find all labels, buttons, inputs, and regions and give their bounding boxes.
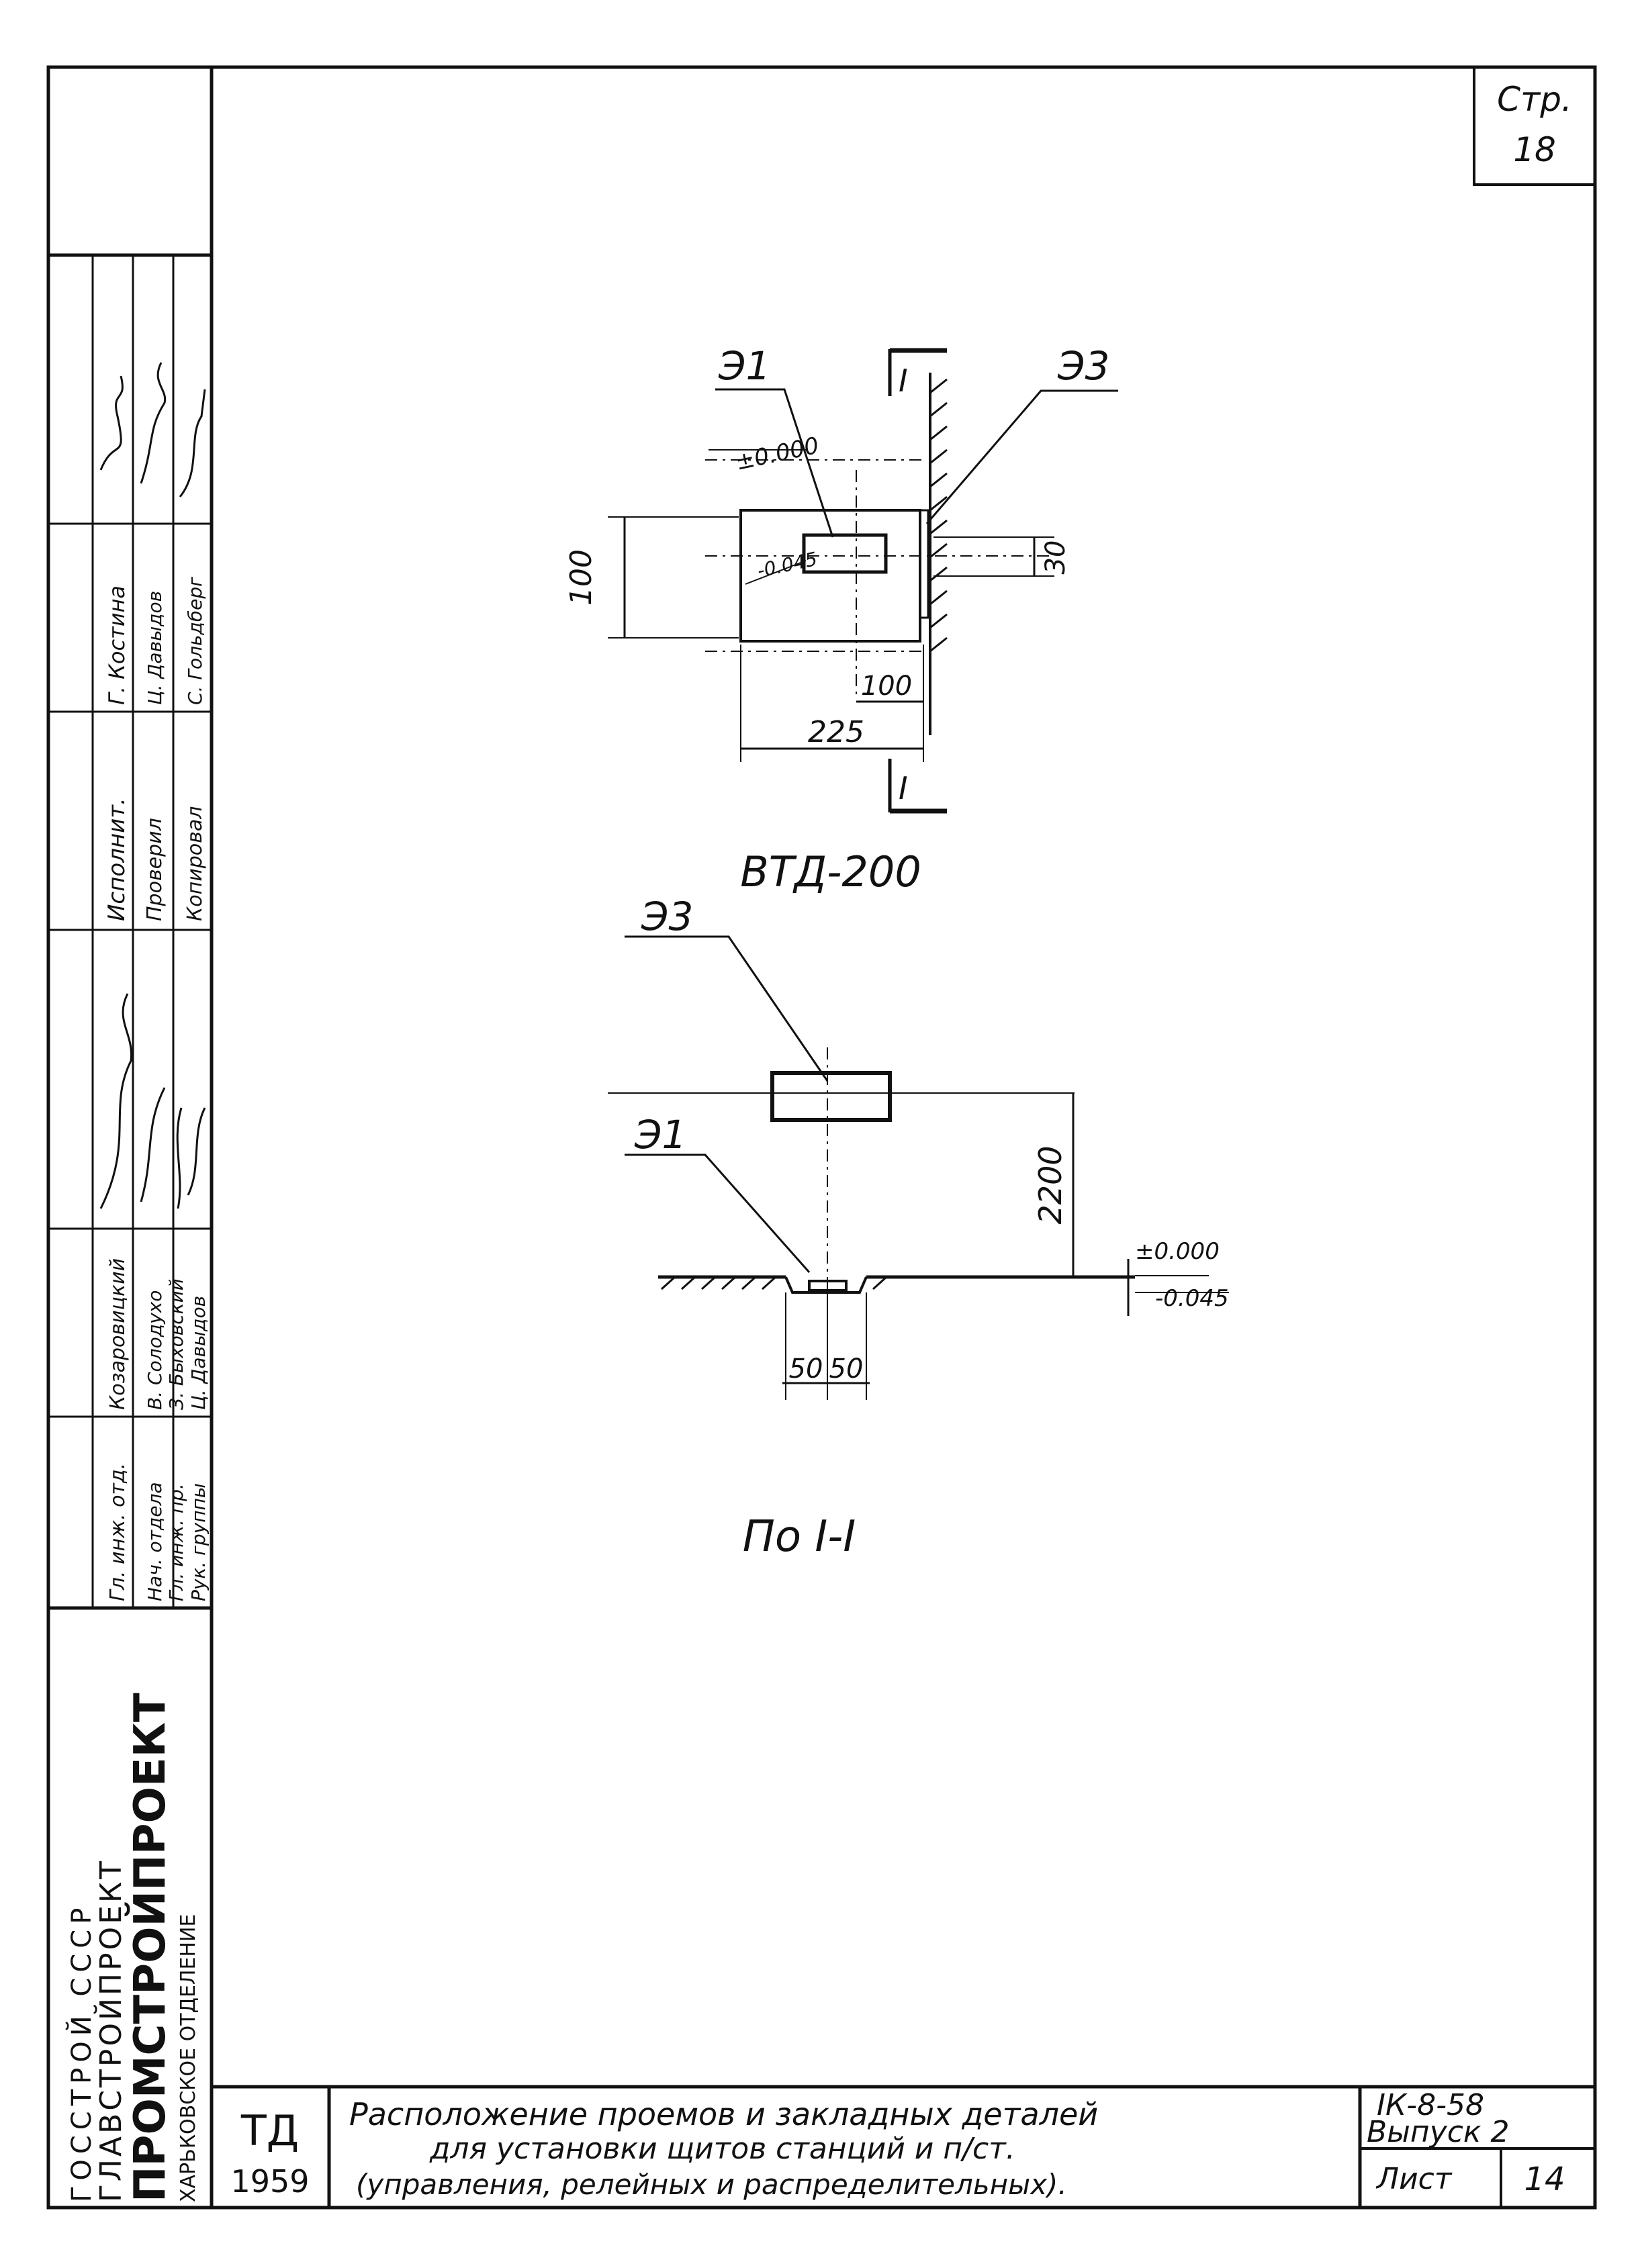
- name-b-3: С. Гольдберг: [184, 577, 206, 705]
- page-number-box: Стр. 18: [1473, 67, 1595, 186]
- signatures-a: [99, 993, 206, 1209]
- embedded-part-e3: [770, 1071, 892, 1122]
- role-a-1: Гл. инж. отд.: [106, 1463, 130, 1601]
- floor-hatch: [660, 1276, 888, 1290]
- view-title-section: По I-I: [743, 1512, 856, 1562]
- sheet-frame: [46, 65, 1597, 2210]
- section-view-1-1: Э3 Э1 2200 ±0.000 -0.045 50 50 По: [608, 894, 1229, 1562]
- name-b-1: Г. Костина: [104, 585, 130, 705]
- section-level-bottom: -0.045: [1155, 1285, 1229, 1312]
- org-code: ТД: [240, 2106, 299, 2155]
- section-level-top: ±0.000: [1135, 1238, 1220, 1265]
- name-b-2: Ц. Давыдов: [144, 591, 166, 705]
- year: 1959: [230, 2163, 309, 2200]
- level-top: ±0.000: [733, 432, 821, 476]
- role-b-1: Исполнит.: [103, 798, 130, 921]
- title-line1: Расположение проемов и закладных деталей: [349, 2096, 1098, 2132]
- section-mark-bottom: I: [888, 759, 947, 814]
- plan-view-vtd200: I I Э1 Э3 ±0.000 -0.045 100 30 100: [564, 343, 1118, 896]
- dim-50-right: 50: [829, 1354, 864, 1384]
- org-line1: ГОССТРОЙ СССР: [65, 1903, 97, 2202]
- org-line4: ХАРЬКОВСКОЕ ОТДЕЛЕНИЕ: [177, 1914, 200, 2202]
- org-line3: ПРОМСТРОЙПРОЕКТ: [124, 1693, 175, 2202]
- left-strip: Исполнит. Проверил Копировал Г. Костина …: [48, 253, 212, 2202]
- section-mark-top: I: [888, 348, 947, 399]
- role-b-2: Проверил: [143, 818, 167, 921]
- role-a-2: Нач. отдела: [144, 1482, 166, 1601]
- sheet-label: Лист: [1375, 2162, 1453, 2196]
- wall-hatch: [929, 378, 948, 653]
- level-bottom: -0.045: [756, 548, 819, 582]
- callout-e3: Э3: [1057, 343, 1109, 389]
- section-callout-e3: Э3: [641, 894, 693, 939]
- callout-e1: Э1: [718, 343, 770, 389]
- dim-50-left: 50: [789, 1354, 823, 1384]
- name-a-1: Козаровицкий: [106, 1258, 130, 1410]
- floor-recess: [784, 1276, 868, 1294]
- title-block: ТД 1959 Расположение проемов и закладных…: [212, 2085, 1595, 2208]
- page-label: Стр.: [1497, 80, 1572, 119]
- page-number: 18: [1513, 130, 1556, 169]
- series-code: IК-8-58: [1377, 2088, 1484, 2122]
- view-title-vtd200: ВТД-200: [740, 847, 921, 896]
- dim-100-vertical: 100: [564, 549, 598, 606]
- org-line2: ГЛАВСТРОЙПРОЕКТ: [93, 1858, 128, 2202]
- name-a-4: Ц. Давыдов: [187, 1296, 210, 1410]
- name-a-3: З. Быховский: [165, 1278, 187, 1410]
- role-a-3: Гл. инж. пр.: [165, 1483, 187, 1601]
- opening-e1-section: [808, 1280, 848, 1292]
- svg-text:I: I: [899, 770, 908, 806]
- dim-2200: 2200: [1032, 1145, 1068, 1224]
- title-line3: (управления, релейных и распределительны…: [356, 2168, 1067, 2201]
- section-callout-e1: Э1: [634, 1112, 686, 1157]
- issue: Выпуск 2: [1367, 2115, 1509, 2149]
- title-line2: для установки щитов станций и п/ст.: [429, 2132, 1015, 2166]
- name-a-2: В. Солодухо: [144, 1290, 166, 1410]
- panel-outline: [739, 509, 921, 643]
- sheet-number: 14: [1524, 2161, 1565, 2198]
- svg-text:I: I: [899, 363, 908, 399]
- role-b-3: Копировал: [183, 806, 207, 921]
- opening-e1: [802, 533, 888, 574]
- role-a-4: Рук. группы: [187, 1483, 210, 1601]
- signatures-b: [99, 362, 206, 498]
- dim-30: 30: [1040, 540, 1071, 575]
- dim-225: 225: [808, 715, 864, 749]
- dim-100-horizontal: 100: [861, 671, 912, 702]
